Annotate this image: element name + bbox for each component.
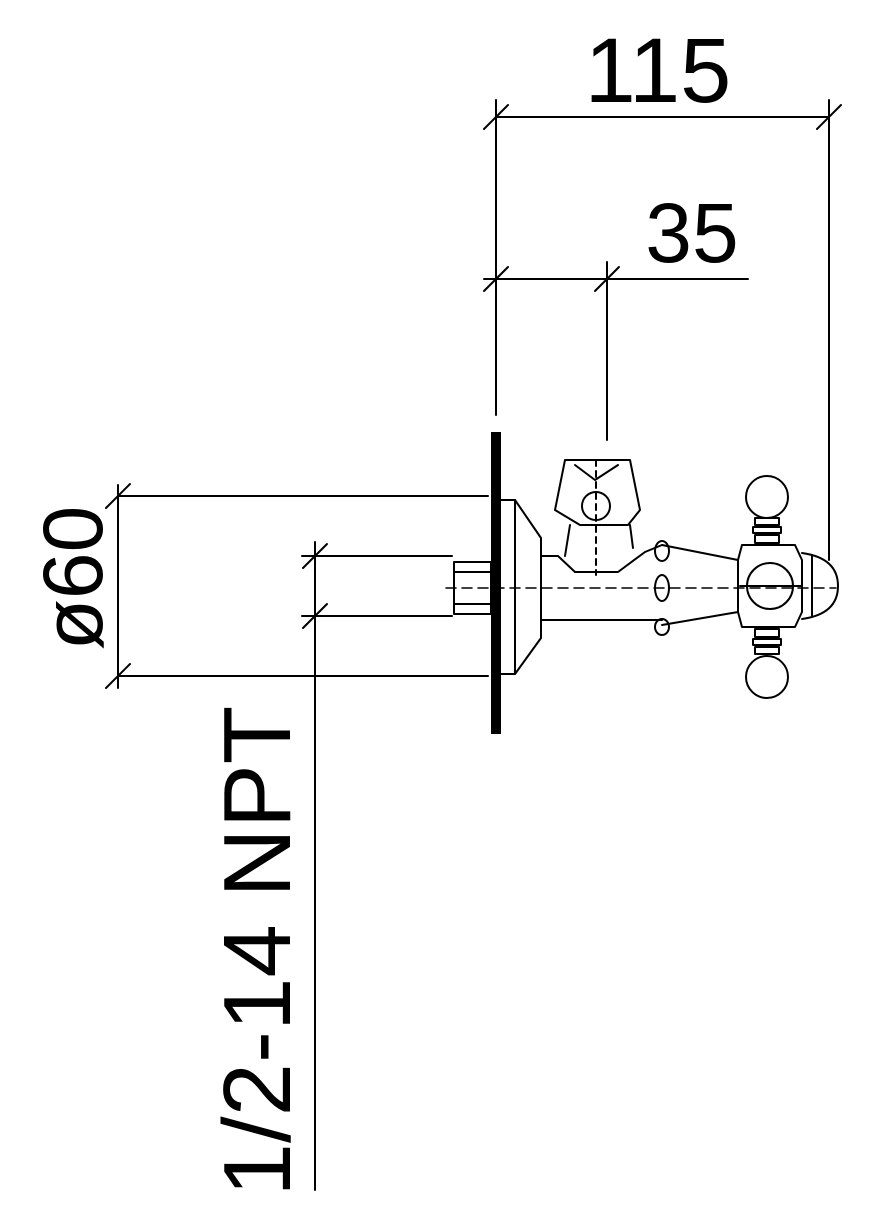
label-35: 35 <box>645 186 738 280</box>
dimension-115 <box>483 99 842 561</box>
cross-handle <box>737 475 839 699</box>
escutcheon <box>500 499 542 675</box>
dimension-diameter-60 <box>105 483 489 689</box>
outlet <box>554 459 641 576</box>
dimension-thread <box>301 541 453 1191</box>
wall-plate <box>491 432 501 734</box>
label-diameter-60: ø60 <box>26 506 120 651</box>
label-115: 115 <box>585 20 732 122</box>
dimension-35 <box>483 261 749 441</box>
valve-body <box>540 540 739 636</box>
label-thread-size: 1/2-14 NPT <box>204 706 311 1197</box>
